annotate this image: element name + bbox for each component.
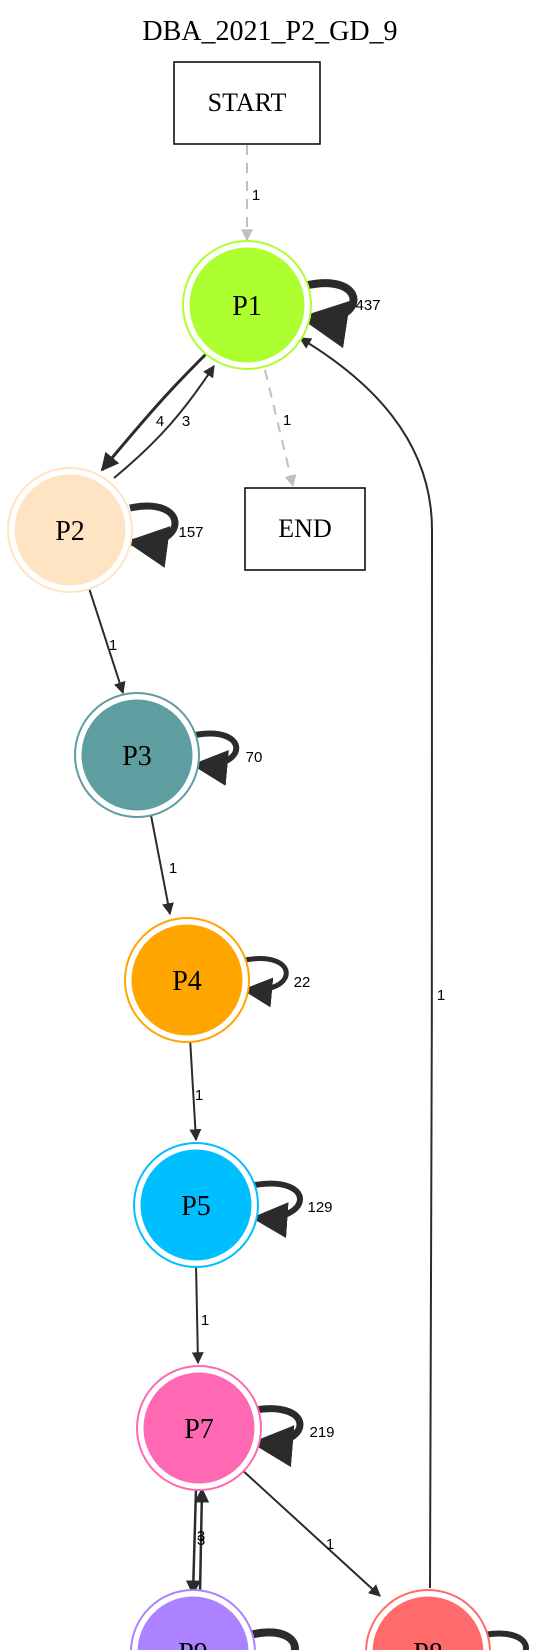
node-p3-fill xyxy=(81,699,193,811)
self-loop-p8 xyxy=(480,1630,529,1650)
self-loop-p7 xyxy=(250,1405,304,1468)
self-loop-p9 xyxy=(245,1628,299,1650)
node-p5-fill xyxy=(140,1149,252,1261)
end-node-label: END xyxy=(278,514,331,543)
edge-label-p9-p7: 3 xyxy=(197,1532,205,1549)
self-loop-p5 xyxy=(251,1180,303,1239)
edge-p4-p5 xyxy=(189,1037,202,1142)
node-p9-label: P9 xyxy=(178,1638,208,1650)
node-p3: P3 xyxy=(74,692,200,818)
edge-label-p3-self: 70 xyxy=(246,749,263,766)
node-p1-fill xyxy=(189,247,305,363)
edge-label-p4-p5: 1 xyxy=(195,1087,203,1104)
node-p9-fill xyxy=(137,1596,249,1650)
node-p4-fill xyxy=(131,924,243,1036)
node-p8: P8 xyxy=(365,1589,491,1650)
edge-p8-p1 xyxy=(298,337,434,1589)
edge-label-p7-p8: 1 xyxy=(326,1536,334,1553)
edge-label-p8-p1: 1 xyxy=(437,987,445,1004)
edge-p5-p7 xyxy=(191,1263,204,1365)
self-loop-p2 xyxy=(125,502,179,568)
node-p4-label: P4 xyxy=(172,966,202,997)
node-p7-label: P7 xyxy=(184,1414,214,1445)
edge-labels: 1 437 4 3 1 157 1 70 1 22 1 129 1 219 1 … xyxy=(109,187,445,1553)
edge-label-p2-p1: 3 xyxy=(182,413,190,430)
node-p1: P1 xyxy=(182,240,312,370)
node-p1-label: P1 xyxy=(232,291,262,322)
edge-label-p3-p4: 1 xyxy=(169,860,177,877)
edge-label-p2-self: 157 xyxy=(178,524,203,541)
edge-label-p2-p3: 1 xyxy=(109,637,117,654)
edge-label-p5-self: 129 xyxy=(307,1199,332,1216)
end-node: END xyxy=(244,487,366,571)
self-loop-p4 xyxy=(242,956,289,1008)
node-p7-fill xyxy=(143,1372,255,1484)
node-p5: P5 xyxy=(133,1142,259,1268)
node-p2-label: P2 xyxy=(55,516,85,547)
edge-p1-p2 xyxy=(100,350,210,472)
edge-label-start-p1: 1 xyxy=(252,187,260,204)
edge-p2-p1 xyxy=(113,364,215,479)
edge-label-p7-p9: 3 xyxy=(197,1528,205,1545)
self-loop-p1 xyxy=(299,279,358,349)
self-loop-p3 xyxy=(191,730,240,786)
edge-label-p1-end: 1 xyxy=(283,412,291,429)
edge-p2-p3 xyxy=(87,584,126,695)
node-p2: P2 xyxy=(7,467,133,593)
node-p5-label: P5 xyxy=(181,1191,211,1222)
start-node: START xyxy=(173,61,321,145)
edges xyxy=(87,145,529,1650)
node-p8-label: P8 xyxy=(413,1638,443,1650)
edge-label-p5-p7: 1 xyxy=(201,1312,209,1329)
node-p7: P7 xyxy=(136,1365,262,1491)
start-node-label: START xyxy=(208,88,287,117)
edge-label-p4-self: 22 xyxy=(294,974,311,991)
edge-p7-p9 xyxy=(185,1488,201,1596)
edge-label-p7-self: 219 xyxy=(309,1424,334,1441)
graph-title: DBA_2021_P2_GD_9 xyxy=(142,16,397,47)
node-p8-fill xyxy=(372,1596,484,1650)
edge-label-p1-p2: 4 xyxy=(156,413,164,430)
edge-p3-p4 xyxy=(149,809,174,916)
edge-label-p1-self: 437 xyxy=(355,297,380,314)
node-p9: P9 xyxy=(130,1589,256,1650)
node-p4: P4 xyxy=(124,917,250,1043)
node-p3-label: P3 xyxy=(122,741,152,772)
edge-p7-p8 xyxy=(239,1467,381,1597)
edge-p1-end xyxy=(264,369,297,488)
node-p2-fill xyxy=(14,474,126,586)
edge-p9-p7 xyxy=(194,1487,210,1595)
